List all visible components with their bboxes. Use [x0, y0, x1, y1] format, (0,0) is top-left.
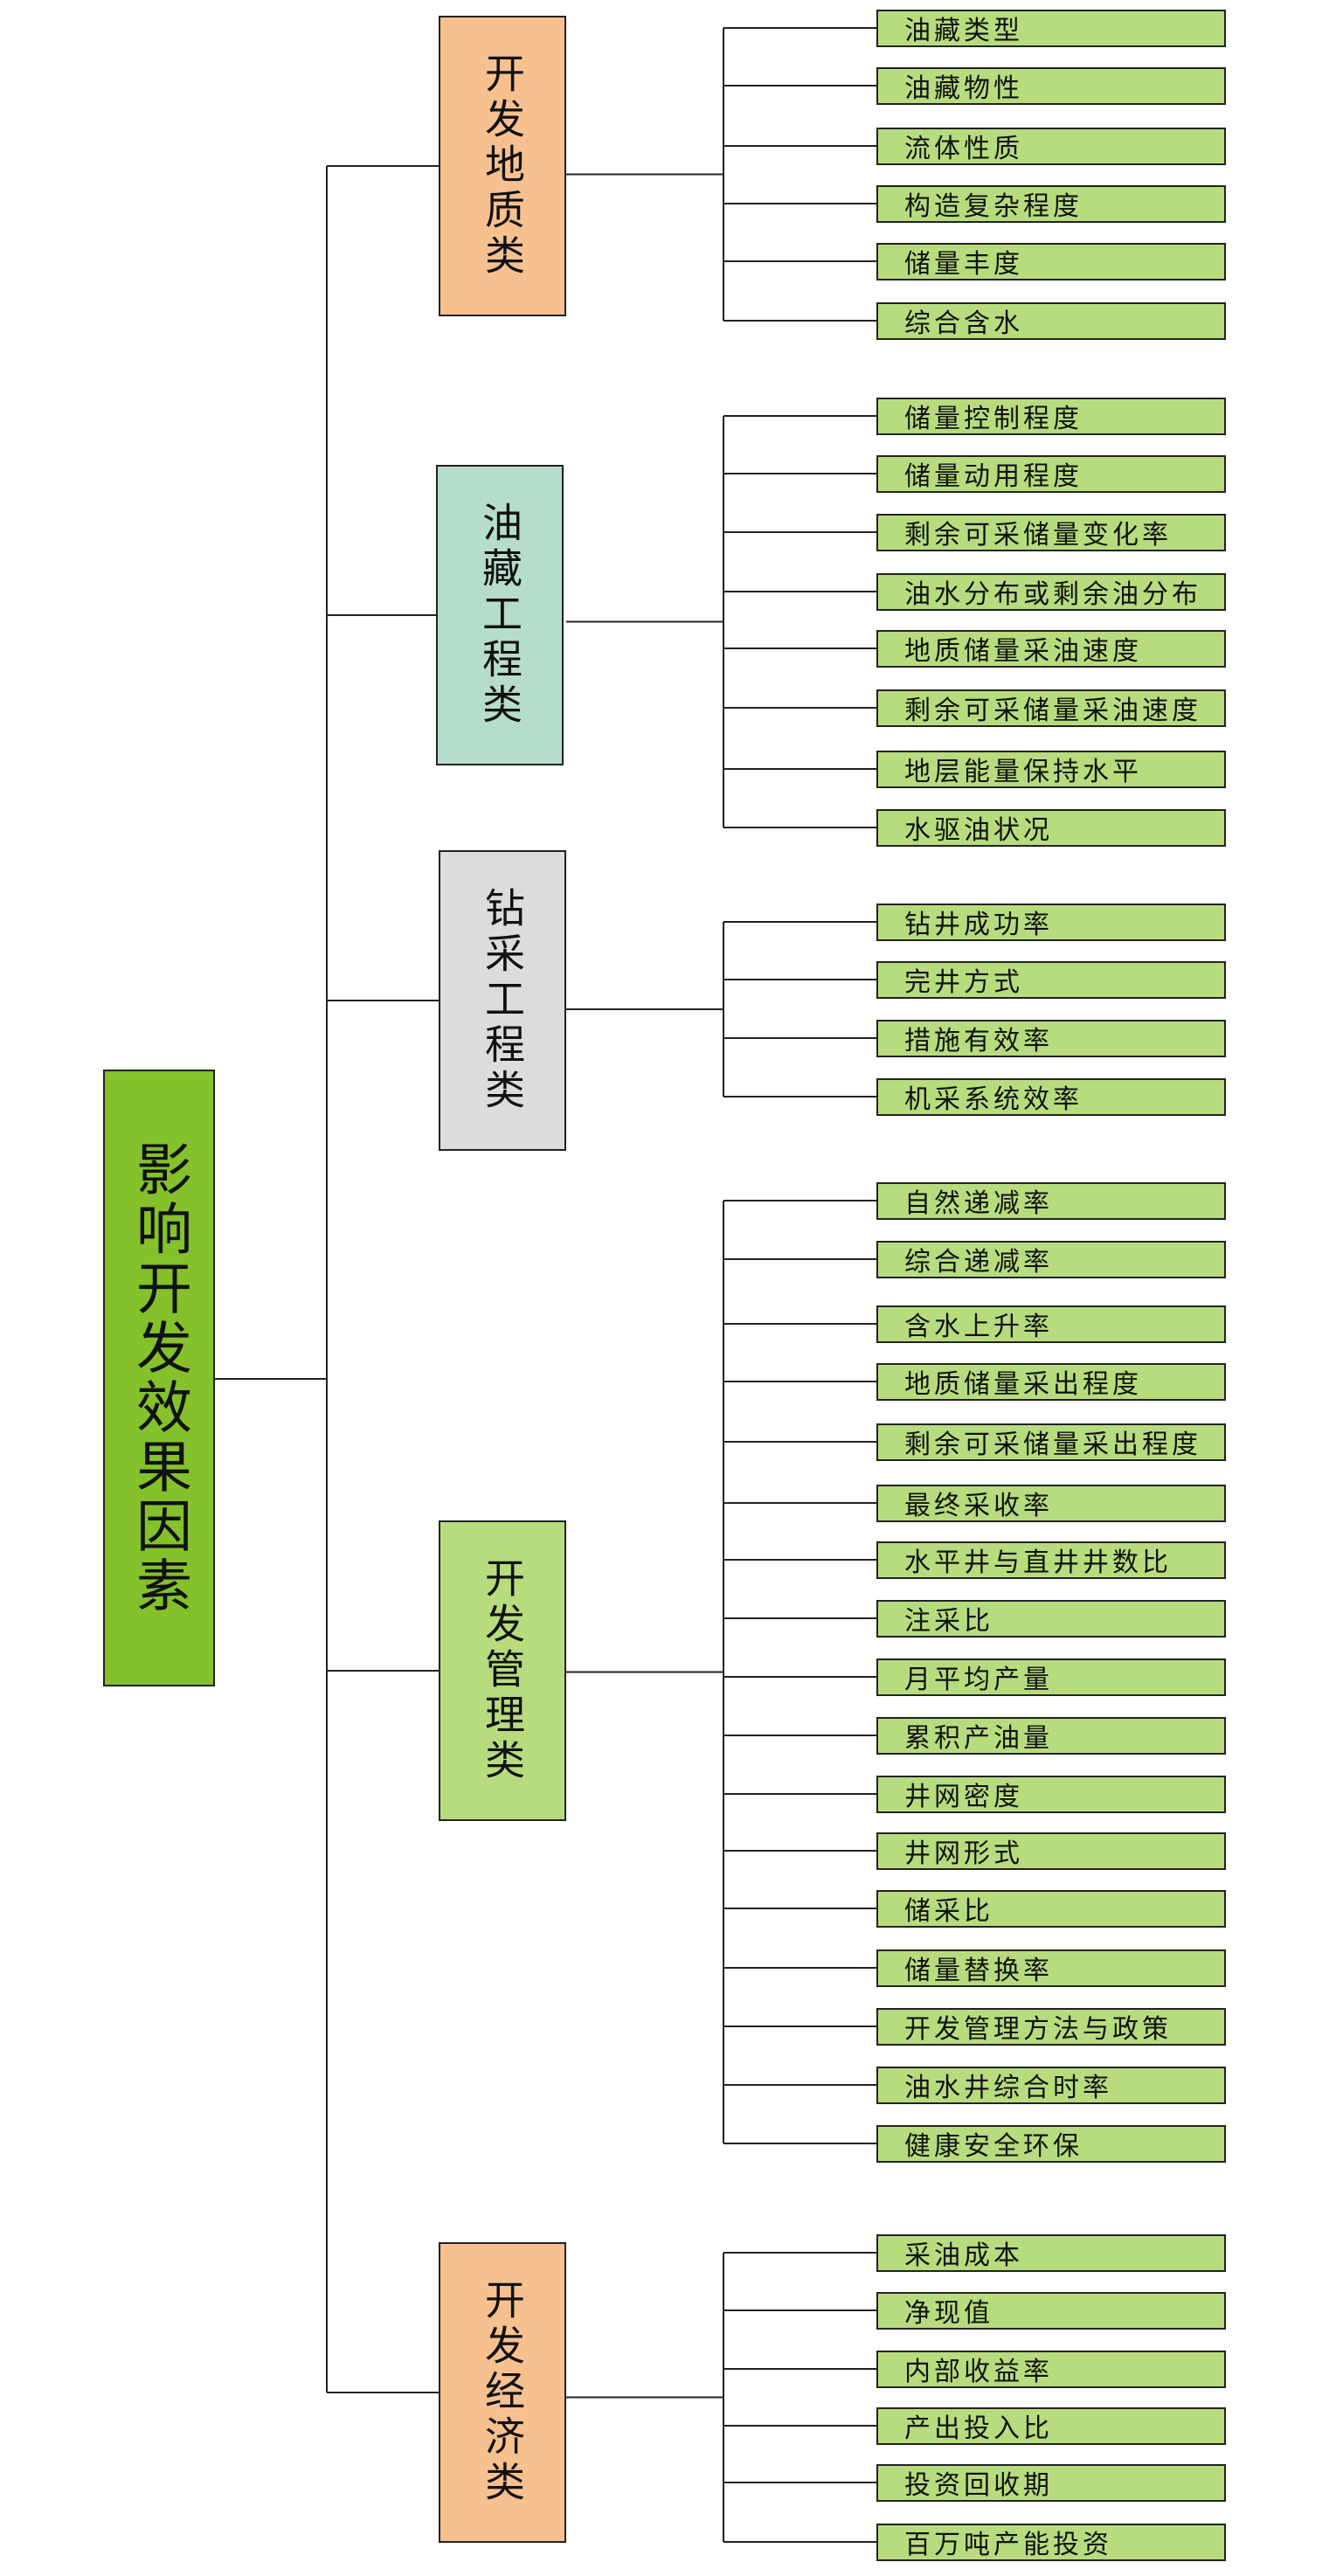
factor-item: 水驱油状况 — [876, 808, 1226, 847]
category-dev-geology: 开发地质类 — [439, 16, 566, 316]
factor-item: 储量替换率 — [876, 1949, 1226, 1987]
factor-item: 钻井成功率 — [876, 903, 1226, 941]
factor-item: 地质储量采出程度 — [876, 1362, 1226, 1401]
category-dev-economics: 开发经济类 — [439, 2242, 566, 2543]
factor-item: 油藏类型 — [876, 9, 1226, 47]
factor-item: 内部收益率 — [876, 2350, 1226, 2388]
factor-item: 完井方式 — [876, 960, 1226, 999]
factor-item: 剩余可采储量采出程度 — [876, 1423, 1226, 1461]
factor-item: 自然递减率 — [876, 1181, 1226, 1220]
factor-item: 措施有效率 — [876, 1019, 1226, 1057]
factor-item: 采油成本 — [876, 2233, 1226, 2272]
category-reservoir-engineering: 油藏工程类 — [436, 465, 564, 765]
factor-item: 最终采收率 — [876, 1484, 1226, 1522]
category-label: 钻采工程类 — [479, 887, 526, 1114]
factor-item: 累积产油量 — [876, 1716, 1226, 1755]
category-dev-management: 开发管理类 — [439, 1520, 566, 1821]
factor-item: 注采比 — [876, 1599, 1226, 1638]
factor-item: 油水井综合时率 — [876, 2066, 1226, 2104]
factor-item: 地质储量采油速度 — [876, 629, 1226, 668]
factor-item: 净现值 — [876, 2291, 1226, 2330]
factor-item: 含水上升率 — [876, 1305, 1226, 1343]
factor-item: 油水分布或剩余油分布 — [876, 572, 1226, 611]
factor-item: 剩余可采储量变化率 — [876, 513, 1226, 551]
root-label: 影响开发效果因素 — [127, 1140, 191, 1616]
factor-item: 剩余可采储量采油速度 — [876, 689, 1226, 727]
factor-item: 开发管理方法与政策 — [876, 2007, 1226, 2046]
factor-item: 井网形式 — [876, 1832, 1226, 1870]
category-label: 开发管理类 — [479, 1557, 526, 1784]
category-label: 油藏工程类 — [476, 502, 523, 729]
factor-item: 百万吨产能投资 — [876, 2523, 1226, 2561]
factor-item: 地层能量保持水平 — [876, 750, 1226, 788]
category-label: 开发地质类 — [479, 52, 526, 280]
factor-item: 储量丰度 — [876, 242, 1226, 280]
factor-item: 机采系统效率 — [876, 1077, 1226, 1116]
factor-item: 水平井与直井井数比 — [876, 1541, 1226, 1579]
factor-item: 月平均产量 — [876, 1658, 1226, 1696]
factor-item: 流体性质 — [876, 127, 1226, 165]
factor-item: 井网密度 — [876, 1775, 1226, 1813]
factor-item: 构造复杂程度 — [876, 184, 1226, 223]
factor-item: 油藏物性 — [876, 66, 1226, 105]
factor-item: 综合递减率 — [876, 1240, 1226, 1278]
category-label: 开发经济类 — [479, 2279, 526, 2506]
factor-item: 储量动用程度 — [876, 454, 1226, 493]
factor-item: 产出投入比 — [876, 2406, 1226, 2445]
factor-item: 储采比 — [876, 1889, 1226, 1928]
factor-item: 储量控制程度 — [876, 397, 1226, 435]
root-node: 影响开发效果因素 — [103, 1070, 215, 1686]
factor-item: 健康安全环保 — [876, 2124, 1226, 2163]
category-drilling-production: 钻采工程类 — [439, 850, 566, 1151]
factor-item: 投资回收期 — [876, 2463, 1226, 2502]
factor-item: 综合含水 — [876, 301, 1226, 340]
